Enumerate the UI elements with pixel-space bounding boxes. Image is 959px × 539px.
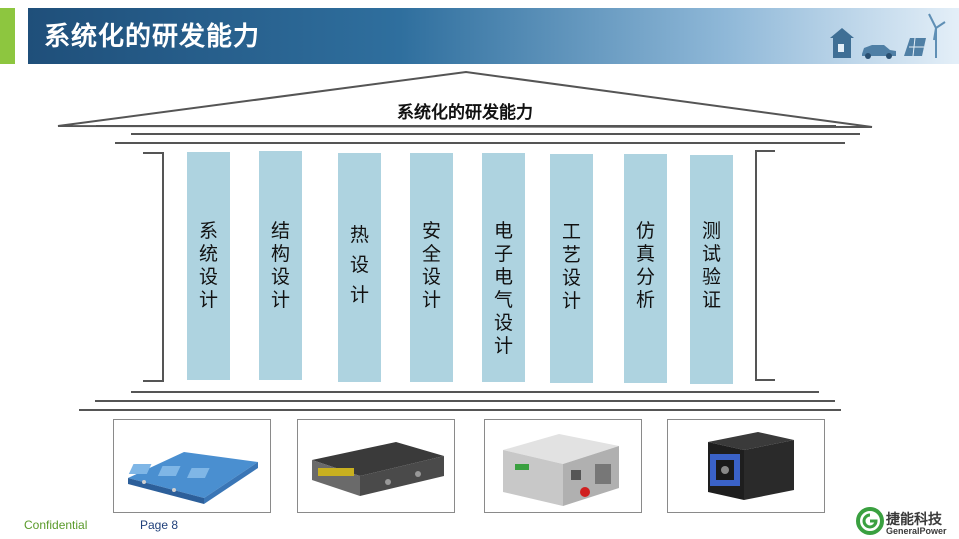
pillar-label: 电 子 电 气 设 计 — [482, 220, 525, 358]
pillar-char: 分 — [635, 266, 655, 288]
pillar-char: 子 — [493, 243, 513, 265]
pillar-char: 电 — [493, 220, 513, 242]
header-icons — [830, 13, 946, 59]
pillar-char: 全 — [421, 243, 441, 265]
pillar-structure-design: 结 构 设 计 — [259, 151, 302, 380]
pillar-label: 安 全 设 计 — [410, 220, 453, 312]
pillar-char: 验 — [701, 266, 721, 288]
pillar-char: 系 — [198, 220, 218, 242]
pillar-char: 热 — [349, 224, 369, 246]
header-bar — [28, 8, 959, 64]
pillar-label: 结 构 设 计 — [259, 220, 302, 312]
pillar-char: 析 — [635, 289, 655, 311]
pillar-label: 工 艺 设 计 — [550, 221, 593, 313]
pillar-label: 测 试 验 证 — [690, 220, 733, 312]
pillar-char: 计 — [561, 290, 581, 312]
pillar-char: 计 — [421, 289, 441, 311]
company-logo: 捷能科技 GeneralPower — [856, 507, 956, 537]
pillar-char: 设 — [270, 266, 290, 288]
pillar-char: 设 — [493, 312, 513, 334]
pillar-char: 计 — [493, 335, 513, 357]
pillar-char: 真 — [635, 243, 655, 265]
pillar-char: 构 — [270, 243, 290, 265]
pillar-char: 设 — [561, 267, 581, 289]
pillar-system-design: 系 统 设 计 — [187, 152, 230, 380]
pillar-char: 计 — [270, 289, 290, 311]
pillar-char: 结 — [270, 220, 290, 242]
energy-storage-unit-photo — [667, 419, 825, 513]
car-icon — [862, 45, 896, 59]
battery-pack-photo — [297, 419, 455, 513]
pillar-char: 仿 — [635, 220, 655, 242]
pillar-char: 试 — [701, 243, 721, 265]
solar-panel-icon — [904, 37, 926, 57]
pillar-char: 电 — [493, 266, 513, 288]
pillar-label: 仿 真 分 析 — [624, 220, 667, 312]
pillar-char: 计 — [349, 284, 369, 306]
wind-turbine-icon — [928, 13, 946, 58]
battery-module-photo — [113, 419, 271, 513]
pillar-char: 艺 — [561, 244, 581, 266]
pillar-char: 工 — [561, 221, 581, 243]
pillar-char: 设 — [349, 254, 369, 276]
pillar-char: 设 — [198, 266, 218, 288]
pillar-char: 测 — [701, 220, 721, 242]
pillar-electrical-design: 电 子 电 气 设 计 — [482, 153, 525, 382]
logo-name-en: GeneralPower — [886, 526, 947, 536]
pillar-label: 系 统 设 计 — [187, 220, 230, 312]
header-accent-bar — [0, 8, 15, 64]
pillar-simulation-analysis: 仿 真 分 析 — [624, 154, 667, 383]
pillar-testing-validation: 测 试 验 证 — [690, 155, 733, 384]
pillar-char: 安 — [421, 220, 441, 242]
footer-confidential: Confidential — [24, 518, 88, 532]
footer-page-number: Page 8 — [140, 518, 179, 532]
roof-title: 系统化的研发能力 — [397, 103, 533, 123]
pillar-char: 证 — [701, 289, 721, 311]
pillar-label: 热 设 计 — [338, 220, 381, 310]
pillar-char: 统 — [198, 243, 218, 265]
logo-name-cn: 捷能科技 — [886, 512, 942, 528]
power-cabinet-photo — [484, 419, 642, 513]
pillar-char: 计 — [198, 289, 218, 311]
pillar-char: 气 — [493, 289, 513, 311]
page-title: 系统化的研发能力 — [44, 22, 261, 52]
pillar-safety-design: 安 全 设 计 — [410, 153, 453, 382]
house-icon — [830, 28, 854, 58]
pillar-char: 设 — [421, 266, 441, 288]
pillar-process-design: 工 艺 设 计 — [550, 154, 593, 383]
pillar-thermal-design: 热 设 计 — [338, 153, 381, 382]
logo-mark-icon — [856, 507, 884, 535]
